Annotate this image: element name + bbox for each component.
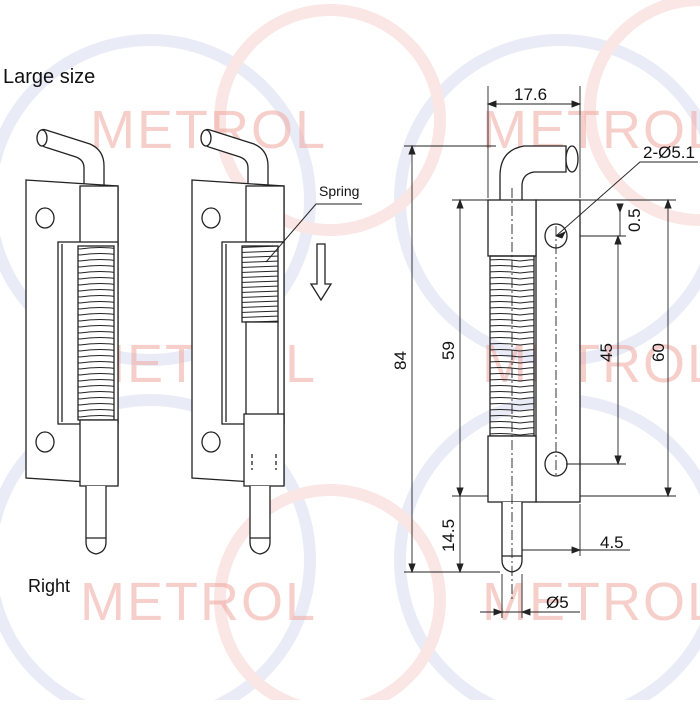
dim-hole-spacing: 45 (597, 343, 616, 362)
hinge-view-dimensioned (487, 145, 581, 573)
dimension-lines (404, 86, 698, 618)
hinge-view-retracted (191, 128, 285, 555)
size-title: Large size (3, 66, 96, 88)
watermark-6: METROL (482, 572, 700, 632)
dim-pin-offset: 4.5 (600, 533, 624, 552)
down-arrow-icon (309, 243, 333, 302)
spring-callout: Spring (265, 183, 362, 263)
watermark-text: METROL METROL METROL METROL METROL METRO… (80, 100, 700, 632)
hand-label: Right (28, 576, 71, 596)
dimension-labels: 17.6 2-Ø5.1 0.5 84 59 45 60 14.5 4.5 Ø5 (391, 85, 695, 612)
dim-body-length: 59 (439, 341, 458, 360)
dim-hole-spec: 2-Ø5.1 (643, 143, 695, 162)
dim-plate-length: 60 (649, 343, 668, 362)
dim-offset: 0.5 (625, 208, 644, 232)
watermark-5: METROL (80, 572, 317, 632)
hinge-view-extended (25, 128, 119, 555)
dim-overall-length: 84 (391, 351, 410, 370)
spring-label: Spring (319, 183, 359, 199)
dim-pin-length: 14.5 (439, 519, 458, 552)
dim-pin-diameter: Ø5 (546, 593, 569, 612)
dim-top-width: 17.6 (514, 85, 547, 104)
